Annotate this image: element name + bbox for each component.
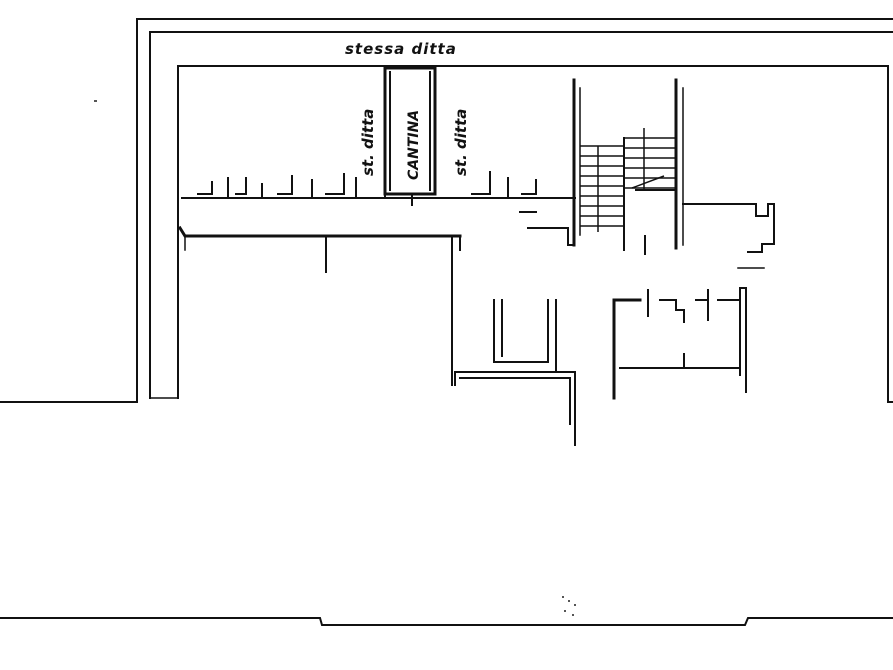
- central-wing: [454, 299, 576, 446]
- cantina-room: [383, 66, 437, 206]
- cellar-corridor: [177, 171, 576, 386]
- inner-perimeter: [177, 65, 889, 403]
- label-cantina: CANTINA: [406, 110, 422, 180]
- right-wing: [612, 203, 775, 400]
- outer-boundary: [0, 18, 893, 626]
- scan-artifacts: [94, 100, 576, 616]
- label-stessa-ditta: stessa ditta: [345, 40, 457, 58]
- label-st-ditta-left: st. ditta: [359, 109, 377, 176]
- label-st-ditta-right: st. ditta: [452, 109, 470, 176]
- staircase: [527, 78, 684, 255]
